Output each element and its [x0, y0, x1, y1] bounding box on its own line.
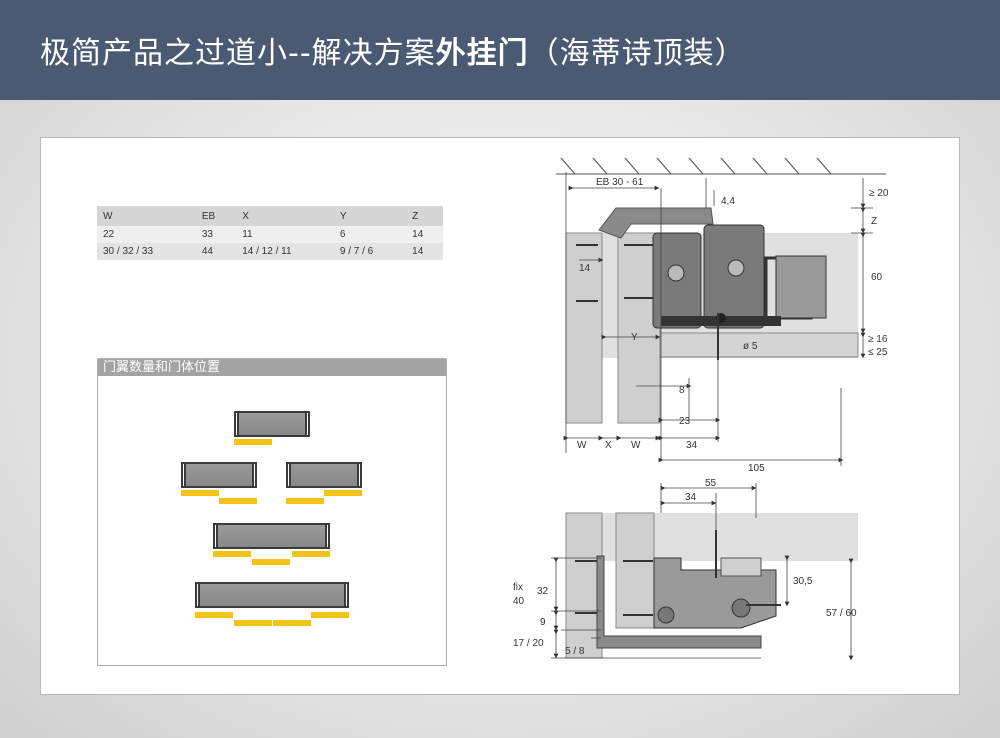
- title-prefix: 极简产品之过道小--解决方案: [40, 36, 436, 71]
- door-left: [181, 462, 257, 488]
- door-panel-bottom-inner: [615, 512, 655, 629]
- title-suffix: （海蒂诗顶装）: [528, 36, 746, 71]
- dim-40: 40: [513, 596, 525, 607]
- dim-ge16: ≥ 16: [868, 334, 888, 345]
- rail: [219, 498, 257, 504]
- door-cap: [357, 462, 362, 488]
- dim-105: 105: [748, 463, 765, 474]
- bottom-bracket: [596, 555, 762, 649]
- table-row: 30 / 32 / 33 44 14 / 12 / 11 9 / 7 / 6 1…: [97, 243, 443, 260]
- door-panel-outer: [565, 232, 603, 424]
- col-z: Z: [406, 206, 443, 226]
- dim-fix: fix: [513, 582, 523, 593]
- door-wide: [195, 582, 349, 608]
- dim-55: 55: [705, 478, 717, 489]
- title-bold: 外挂门: [435, 36, 529, 71]
- dim-17-20: 17 / 20: [513, 638, 544, 649]
- rail: [234, 620, 272, 626]
- door-cap: [252, 462, 257, 488]
- header-bar: 极简产品之过道小--解决方案外挂门（海蒂诗顶装）: [0, 0, 1000, 100]
- dim-y: Y: [631, 332, 638, 343]
- dim-w1: W: [577, 440, 587, 451]
- rail: [324, 490, 362, 496]
- table-cell: 30 / 32 / 33: [97, 243, 196, 260]
- dimension-labels-top: EB 30 - 61 4,4 ≥ 20 Z 60 14 Y ≥ 16 ≤ 25 …: [577, 177, 889, 474]
- dim-dia5: ø 5: [743, 341, 758, 352]
- col-x: X: [236, 206, 334, 226]
- dim-34b: 34: [685, 492, 697, 503]
- door-right: [286, 462, 362, 488]
- table-cell: 14: [406, 226, 443, 243]
- ceiling-hatch: [556, 157, 886, 175]
- rail: [311, 612, 349, 618]
- table-cell: 14: [406, 243, 443, 260]
- roller-mechanism: [652, 224, 827, 329]
- col-eb: EB: [195, 206, 237, 226]
- door-panel-title: 门翼数量和门体位置: [98, 359, 446, 376]
- table-cell: 33: [195, 226, 237, 243]
- col-y: Y: [333, 206, 407, 226]
- col-w: W: [97, 206, 196, 226]
- spec-table: W EB X Y Z 22 33 11 6 14 30 / 32 / 33 44…: [97, 206, 443, 260]
- dim-57-60: 57 / 60: [826, 608, 857, 619]
- door-cap: [181, 462, 186, 488]
- rail: [286, 498, 324, 504]
- door-cap: [213, 523, 218, 549]
- dim-w2: W: [631, 440, 641, 451]
- dimension-labels-bottom: 55 34 fix 40 32 9 17 / 20 5 / 8 30,5 57 …: [513, 478, 857, 657]
- dim-23: 23: [679, 416, 691, 427]
- rail: [273, 620, 311, 626]
- dim-30-5: 30,5: [793, 576, 813, 587]
- dim-z: Z: [871, 216, 877, 227]
- table-header-row: W EB X Y Z: [97, 206, 443, 226]
- dim-4-4: 4,4: [721, 196, 735, 207]
- top-board: [659, 332, 859, 358]
- rail: [252, 559, 290, 565]
- bracket-top: [598, 207, 714, 239]
- table-cell: 22: [97, 226, 196, 243]
- door-cap: [234, 411, 239, 437]
- door-cap: [286, 462, 291, 488]
- table-row: 22 33 11 6 14: [97, 226, 443, 243]
- technical-drawing: EB 30 - 61 4,4 ≥ 20 Z 60 14 Y ≥ 16 ≤ 25 …: [513, 157, 889, 661]
- screws-top: [576, 244, 719, 360]
- dim-eb: EB 30 - 61: [596, 177, 644, 188]
- rail: [234, 439, 272, 445]
- dim-8: 8: [679, 385, 685, 396]
- dim-le25: ≤ 25: [868, 347, 888, 358]
- door-config-panel: 门翼数量和门体位置: [97, 358, 447, 666]
- bottom-mechanism: [653, 557, 777, 629]
- table-cell: 6: [333, 226, 407, 243]
- dim-ge20: ≥ 20: [869, 188, 889, 199]
- dim-32: 32: [537, 586, 549, 597]
- door-cap: [305, 411, 310, 437]
- rail: [213, 551, 251, 557]
- table-cell: 14 / 12 / 11: [236, 243, 334, 260]
- door-cap: [325, 523, 330, 549]
- dim-5-8: 5 / 8: [565, 646, 585, 657]
- dim-9: 9: [540, 617, 546, 628]
- rail: [181, 490, 219, 496]
- slide-card: W EB X Y Z 22 33 11 6 14 30 / 32 / 33 44…: [40, 137, 960, 695]
- door-cap: [195, 582, 200, 608]
- door-single: [234, 411, 310, 437]
- dim-14: 14: [579, 263, 591, 274]
- dim-34a: 34: [686, 440, 698, 451]
- door-cap: [344, 582, 349, 608]
- table-cell: 44: [195, 243, 237, 260]
- door-panel-bottom-outer: [565, 512, 603, 659]
- page-title: 极简产品之过道小--解决方案外挂门（海蒂诗顶装）: [40, 28, 746, 72]
- dim-x: X: [605, 440, 612, 451]
- rail: [292, 551, 330, 557]
- table-cell: 11: [236, 226, 334, 243]
- table-cell: 9 / 7 / 6: [333, 243, 407, 260]
- screws-bottom: [575, 530, 781, 616]
- dimension-lines-bottom: [551, 483, 854, 661]
- dimension-lines-top: [563, 172, 873, 466]
- cabinet-side: [566, 513, 858, 561]
- dim-60: 60: [871, 272, 883, 283]
- rail: [195, 612, 233, 618]
- door-center: [213, 523, 330, 549]
